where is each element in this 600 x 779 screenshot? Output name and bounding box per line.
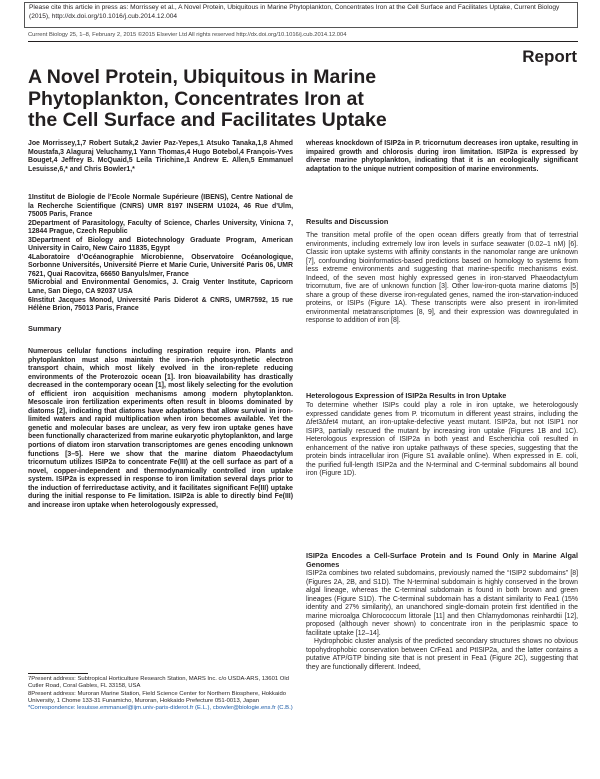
author-list: Joe Morrissey,1,7 Robert Sutak,2 Javier … [28, 140, 293, 173]
citation-notice: Please cite this article in press as: Mo… [24, 2, 578, 28]
footnote: 8Present address: Muroran Marine Station… [28, 690, 287, 704]
footnote-rule [28, 673, 88, 674]
citation-text: Please cite this article in press as: Mo… [29, 4, 560, 20]
summary-heading: Summary [28, 324, 62, 333]
intro-continuation: whereas knockdown of ISIP2a in P. tricor… [306, 140, 578, 173]
hetero-paragraph: To determine whether ISIPs could play a … [306, 402, 578, 478]
affiliation: 6Institut Jacques Monod, Université Pari… [28, 296, 293, 313]
summary-text: Numerous cellular functions including re… [28, 348, 293, 509]
affiliation: 2Department of Parasitology, Faculty of … [28, 219, 293, 236]
hetero-heading: Heterologous Expression of ISIP2a Result… [306, 391, 507, 400]
affiliation: 5Microbial and Environmental Genomics, J… [28, 279, 293, 296]
encodes-paragraph: Hydrophobic cluster analysis of the pred… [306, 638, 578, 672]
affiliations: 1Institut de Biologie de l’Ecole Normale… [28, 194, 293, 314]
results-paragraph: The transition metal profile of the open… [306, 232, 578, 325]
footnote: 7Present address: Subtropical Horticultu… [28, 676, 289, 690]
encodes-heading: ISIP2a Encodes a Cell-Surface Protein an… [306, 551, 578, 569]
affiliation: 4Laboratoire d’Océanographie Microbienne… [28, 253, 293, 278]
affiliation: 1Institut de Biologie de l’Ecole Normale… [28, 194, 293, 219]
article-title: A Novel Protein, Ubiquitous in Marine Ph… [28, 66, 387, 131]
results-heading: Results and Discussion [306, 217, 389, 226]
affiliation: 3Department of Biology and Biotechnology… [28, 236, 293, 253]
header-rule [28, 41, 578, 42]
footnote-correspondence[interactable]: *Correspondence: lesuisse.emmanuel@ijm.u… [28, 705, 293, 712]
encodes-section: ISIP2a combines two related subdomains, … [306, 570, 578, 673]
journal-line: Current Biology 25, 1–8, February 2, 201… [28, 32, 347, 38]
footnotes: 7Present address: Subtropical Horticultu… [28, 676, 293, 712]
article-type: Report [522, 47, 577, 66]
encodes-paragraph: ISIP2a combines two related subdomains, … [306, 570, 578, 637]
